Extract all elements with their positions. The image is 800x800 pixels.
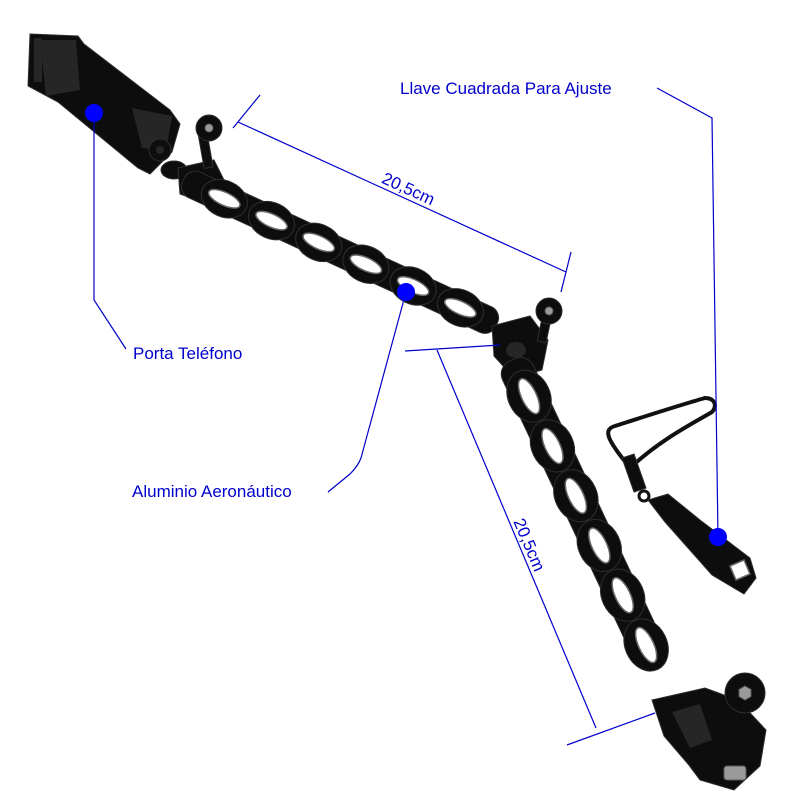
upper-arm-length-label: 20,5cm [379,169,438,209]
lanyard [606,396,707,470]
annotations: 20,5cm 20,5cm Llave Cuadrada Para Ajuste… [85,79,727,746]
upper-arm [181,170,500,334]
middle-joint [491,297,563,379]
phone-holder-label: Porta Teléfono [133,344,242,363]
upper-arm-dimension: 20,5cm [232,94,572,293]
phone-holder-callout: Porta Teléfono [85,104,242,363]
phone-holder [27,33,188,180]
wrench-marker-dot [709,528,727,546]
square-wrench [606,396,757,595]
extension-arm-product [27,33,767,791]
material-callout: Aluminio Aeronáutico [132,283,415,501]
material-label: Aluminio Aeronáutico [132,482,292,501]
wrench-label: Llave Cuadrada Para Ajuste [400,79,612,98]
material-marker-dot [397,283,415,301]
wrench-callout: Llave Cuadrada Para Ajuste [400,79,727,546]
phone-holder-marker-dot [85,104,103,122]
base-mount [651,672,767,791]
lower-arm-length-label: 20,5cm [509,515,548,574]
lower-arm [500,356,669,672]
